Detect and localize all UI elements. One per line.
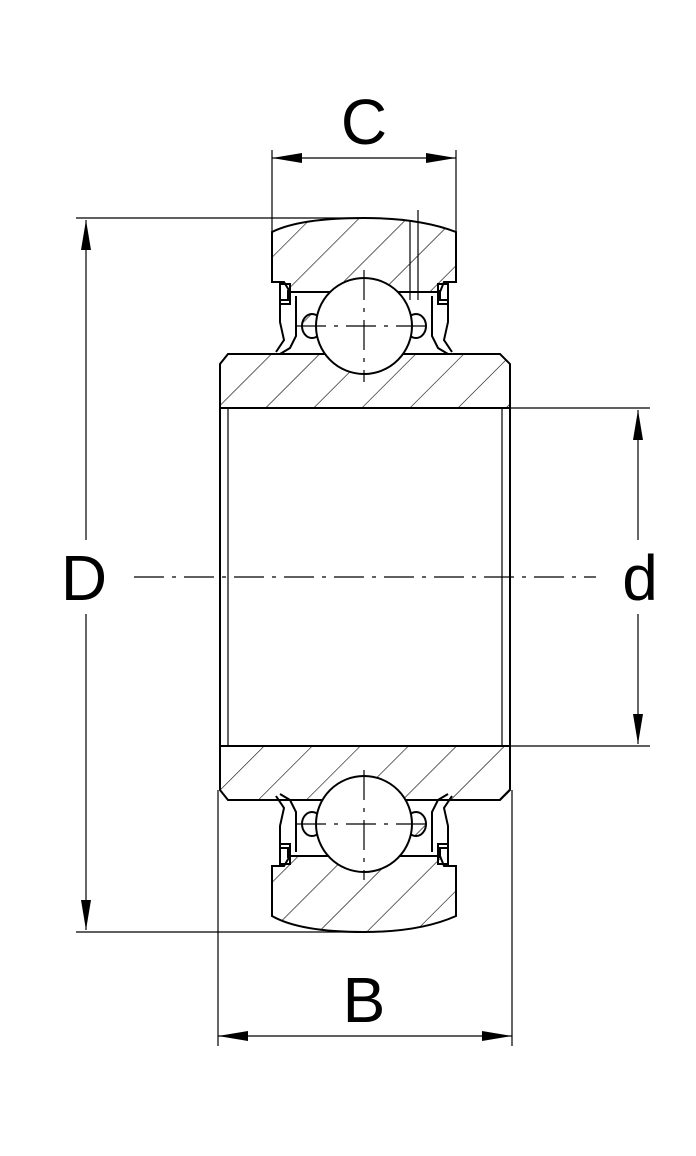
seal-left-top [275, 283, 297, 355]
label-d-outer: D [61, 542, 107, 614]
label-d-bore: d [622, 542, 658, 614]
label-b: B [343, 964, 386, 1036]
outer-ring-bottom-section [271, 855, 457, 934]
seal-right-top [431, 283, 453, 355]
label-c: C [341, 86, 387, 158]
seal-left-bottom [275, 793, 297, 865]
seal-right-bottom [431, 793, 453, 865]
